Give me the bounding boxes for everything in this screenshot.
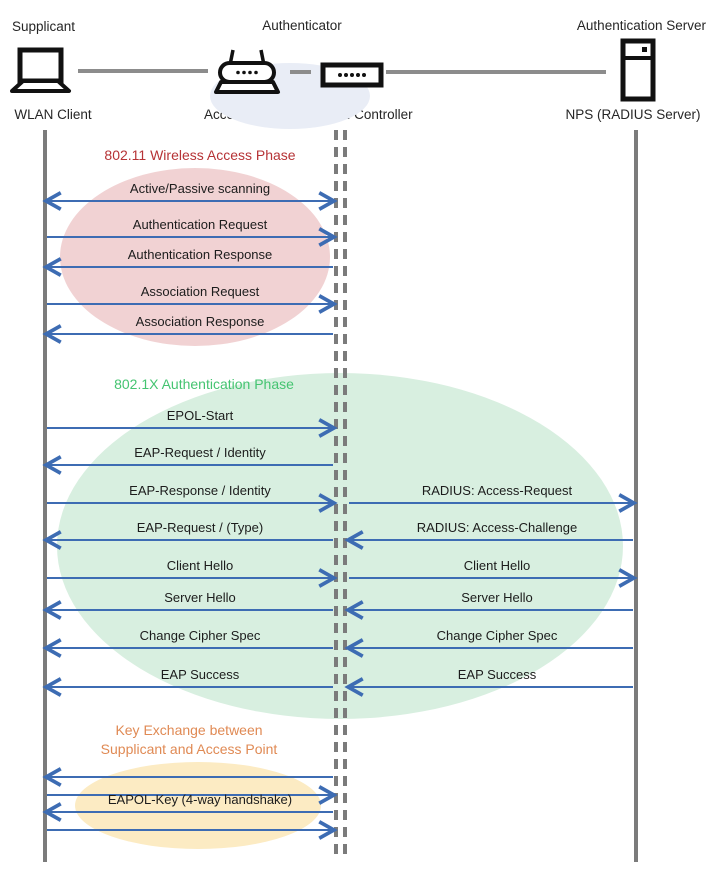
message-label: Authentication Response: [127, 247, 273, 262]
message-label: Change Cipher Spec: [139, 628, 261, 643]
laptop-icon: [9, 47, 75, 100]
message-label: Active/Passive scanning: [129, 181, 271, 196]
message-label: EAP-Request / (Type): [136, 520, 264, 535]
message-label: Change Cipher Spec: [436, 628, 558, 643]
phase-title-key-exchange-line2: Supplicant and Access Point: [100, 741, 278, 757]
message-label: EAP Success: [457, 667, 537, 682]
link-client-ap: [78, 69, 208, 73]
message-label: EPOL-Start: [166, 408, 234, 423]
message-label: Authentication Request: [132, 217, 268, 232]
message-label: Server Hello: [461, 590, 533, 605]
message-label: Server Hello: [164, 590, 236, 605]
message-label: EAPOL-Key (4-way handshake): [107, 792, 293, 807]
message-label: EAP-Response / Identity: [129, 483, 271, 498]
node-label-wlan-client: WLAN Client: [14, 107, 92, 122]
node-label-nps-radius-server: NPS (RADIUS Server): [565, 107, 701, 122]
server-icon: [620, 38, 656, 107]
role-label-authenticator: Authenticator: [262, 18, 342, 33]
message-label: EAP Success: [160, 667, 240, 682]
phase-title-80211: 802.11 Wireless Access Phase: [104, 147, 296, 163]
phase-ellipse-8021x: [57, 373, 623, 719]
wlan-controller-icon: [320, 62, 384, 93]
lifeline-wlan-client: [43, 130, 47, 862]
access-point-icon: [212, 47, 282, 104]
message-label: EAP-Request / Identity: [134, 445, 266, 460]
phase-title-8021x: 802.1X Authentication Phase: [114, 376, 294, 392]
message-label: Association Request: [140, 284, 260, 299]
phase-title-key-exchange: Key Exchange between Supplicant and Acce…: [39, 721, 339, 759]
role-label-supplicant: Supplicant: [12, 19, 76, 34]
link-controller-server: [386, 70, 606, 74]
lifeline-controller-right: [343, 130, 347, 860]
message-label: Association Response: [135, 314, 265, 329]
message-label: Client Hello: [166, 558, 234, 573]
phase-title-key-exchange-line1: Key Exchange between: [115, 722, 263, 738]
message-label: RADIUS: Access-Challenge: [416, 520, 578, 535]
link-ap-controller: [290, 70, 311, 74]
role-label-authentication-server: Authentication Server: [576, 18, 706, 33]
message-label: RADIUS: Access-Request: [421, 483, 573, 498]
message-label: Client Hello: [463, 558, 531, 573]
